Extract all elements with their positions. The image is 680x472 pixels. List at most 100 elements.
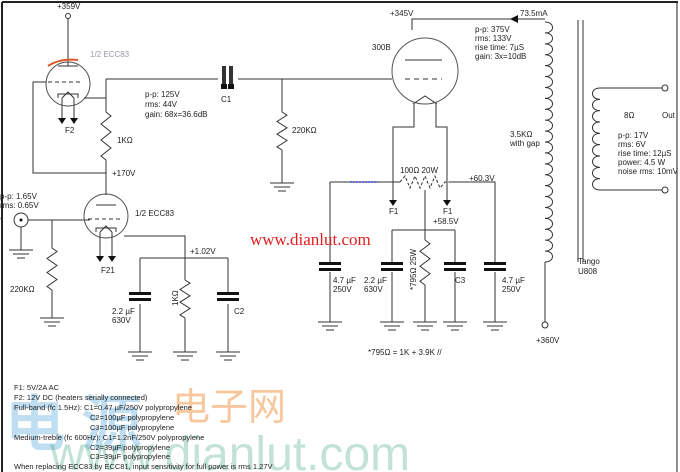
transformer-model: U808: [578, 267, 598, 276]
cathode-resistor: [419, 239, 431, 286]
filament-arrows: [96, 256, 116, 262]
note-line: Full-band (fc 1.5Hz): C1=0.47 µF/250V po…: [14, 403, 192, 412]
plate-stat: p-p: 375V: [475, 25, 510, 34]
secondary-winding: [592, 87, 601, 191]
watermark-cn: 电 源: [5, 391, 142, 458]
hum-pot-label: 100Ω 20W: [400, 166, 438, 175]
primary-gap: with gap: [509, 139, 540, 148]
stage1-cathode-voltage: +170V: [112, 169, 136, 178]
input-grid-resistor: [46, 247, 58, 291]
hum-potentiometer[interactable]: [399, 174, 450, 190]
filament-right-label: F1: [443, 207, 453, 216]
secondary-stat: power: 4.5 W: [618, 158, 666, 167]
capacitor-plate: [319, 262, 341, 265]
primary-winding: [544, 21, 553, 263]
capacitor-plate: [444, 262, 466, 265]
stage1-grid-resistor-label: 220KΩ: [292, 126, 317, 135]
secondary-stat: noise rms: 10mV: [618, 167, 679, 176]
cathode-resistor-label: *795Ω 25W: [409, 248, 418, 290]
output-terminal-bottom[interactable]: [661, 186, 669, 194]
ground-icon: [413, 321, 437, 331]
cap-mid-voltage: 630V: [364, 285, 383, 294]
current-arrow-icon: [510, 15, 518, 23]
note-line: F2: 12V DC (heaters serially connected): [14, 393, 148, 402]
capacitor-plate: [444, 268, 466, 271]
ground-icon: [380, 321, 404, 331]
wire: [600, 87, 662, 191]
note-line: C2=100µF polypropylene: [90, 413, 174, 422]
stage1-grid-resistor: [276, 111, 288, 151]
plate-stat: rms: 133V: [475, 34, 512, 43]
note-line: Medium-treble (fc 600Hz): C1=1.2nF/250V …: [14, 433, 204, 442]
b-plus-terminal: [541, 321, 549, 329]
coupling-capacitor-c1: [221, 66, 234, 89]
stage1-tube-label: 1/2 ECC83: [90, 50, 130, 59]
stage1-output-line: gain: 68x=36.6dB: [145, 110, 208, 119]
ground-icon: [128, 351, 152, 361]
primary-impedance: 3.5KΩ: [510, 130, 532, 139]
capacitor-2-2uf: [381, 262, 403, 271]
input-cathode-voltage: +1.02V: [190, 247, 216, 256]
cap-left-voltage: 250V: [333, 285, 352, 294]
filament-left-label: F1: [389, 207, 399, 216]
note-line: F1: 5V/2A AC: [14, 383, 60, 392]
wire: [139, 304, 229, 352]
plate-stat: rise time: 7µS: [475, 43, 524, 52]
input-level-line: p-p: 1.65V: [0, 192, 38, 201]
secondary-impedance: 8Ω: [624, 111, 634, 120]
wire: [32, 81, 106, 174]
capacitor-plate: [129, 292, 151, 295]
capacitor-plate: [484, 262, 506, 265]
ground-icon: [40, 317, 64, 327]
cap-mid-value: 2.2 µF: [364, 276, 387, 285]
capacitor-c2: [217, 292, 239, 301]
filament-voltage: +60.3V: [469, 174, 495, 183]
wire: [392, 104, 448, 200]
watermark-url: www.dianlut.com: [250, 230, 371, 249]
input-cap1-value: 2.2 µF: [112, 307, 135, 316]
input-grid-resistor-label: 220KΩ: [10, 285, 35, 294]
stage1-supply-terminal: [65, 13, 71, 19]
output-supply-label: +345V: [390, 9, 414, 18]
input-level-line: rms: 0.65V: [0, 201, 39, 210]
wire: [124, 235, 186, 280]
stage1-plate-resistor: [100, 111, 112, 161]
note-line: C3=39µF polypropylene: [90, 452, 170, 461]
capacitor-plate: [381, 268, 403, 271]
cap-left-value: 4.7 µF: [333, 276, 356, 285]
input-cathode-capacitor: [129, 292, 151, 301]
c3-label: C3: [455, 276, 466, 285]
out-label: Out: [662, 111, 676, 120]
ground-icon: [443, 321, 467, 331]
c2-label: C2: [234, 307, 245, 316]
stage1-supply-label: +359V: [57, 2, 81, 11]
c1-label: C1: [221, 95, 232, 104]
stage1-output-line: rms: 44V: [145, 100, 178, 109]
output-current: 73.5mA: [520, 9, 548, 18]
stage1-output-line: p-p: 125V: [145, 90, 180, 99]
input-tube-label: 1/2 ECC83: [135, 209, 175, 218]
ground-icon: [318, 321, 342, 331]
cap-right-value: 4.7 µF: [502, 276, 525, 285]
input-jack[interactable]: [13, 212, 29, 228]
filament-arrows: [58, 118, 78, 124]
note-line: C2=39µF polypropylene: [90, 443, 170, 452]
capacitor-plate: [217, 292, 239, 295]
input-tube: [83, 193, 129, 239]
ground-icon: [270, 182, 294, 192]
cathode-voltage: +58.5V: [433, 217, 459, 226]
capacitor-4-7uf-right: [484, 262, 506, 271]
stage1-filament-label: F2: [65, 126, 75, 135]
output-terminal-top[interactable]: [661, 84, 669, 92]
input-cathode-resistor-label: 1KΩ: [171, 290, 180, 306]
b-plus-label: +360V: [536, 336, 560, 345]
secondary-stat: rise time: 12µS: [618, 149, 672, 158]
plate-stat: gain: 3x=10dB: [475, 52, 526, 61]
ground-icon: [483, 321, 507, 331]
capacitor-plate: [319, 268, 341, 271]
stage1-plate-resistor-label: 1KΩ: [117, 136, 133, 145]
input-cap1-voltage: 630V: [112, 316, 131, 325]
capacitor-plate: [129, 298, 151, 301]
wire: [99, 232, 113, 256]
capacitor-plate: [217, 298, 239, 301]
